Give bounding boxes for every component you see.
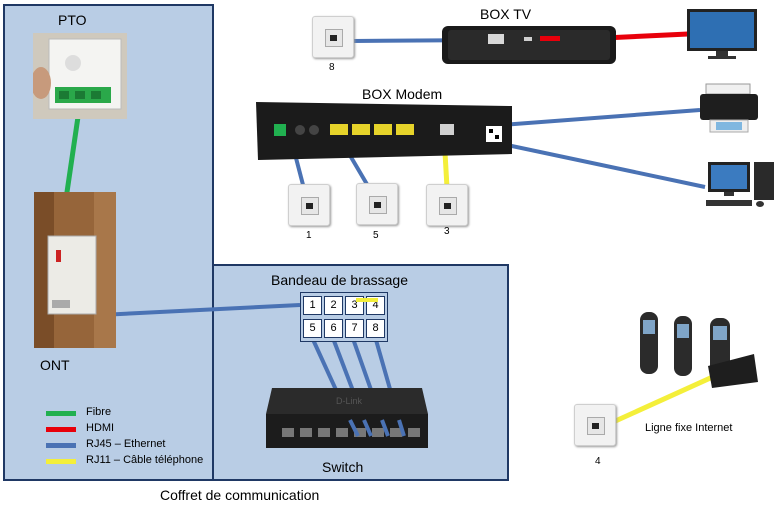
tv-icon <box>686 8 758 60</box>
socket-1-label: 1 <box>306 230 312 241</box>
network-switch-icon: D-Link <box>262 384 430 454</box>
printer-icon <box>698 82 760 136</box>
socket-3-label: 3 <box>444 226 450 237</box>
svg-text:D-Link: D-Link <box>336 396 363 406</box>
patch-port-3: 3 <box>345 296 364 315</box>
legend-telephone-swatch <box>46 459 76 464</box>
patch-panel-label: Bandeau de brassage <box>271 272 408 288</box>
switch-label: Switch <box>322 459 364 475</box>
socket-5-label: 5 <box>373 230 379 241</box>
modem-box-icon <box>254 98 516 162</box>
patch-port-7: 7 <box>345 319 364 338</box>
wall-socket-1 <box>288 184 330 226</box>
wall-socket-3 <box>426 184 468 226</box>
legend-fibre-swatch <box>46 411 76 416</box>
tv-box-icon <box>440 22 618 68</box>
cordless-phones-icon <box>636 306 760 392</box>
patch-port-8: 8 <box>366 319 385 338</box>
patch-port-2: 2 <box>324 296 343 315</box>
desktop-computer-icon <box>704 160 778 210</box>
ont-photo <box>34 192 116 348</box>
patch-port-5: 5 <box>303 319 322 338</box>
socket-8-label: 8 <box>329 62 335 73</box>
legend-telephone-label: RJ11 – Câble téléphone <box>86 454 204 466</box>
legend-hdmi-swatch <box>46 427 76 432</box>
box-modem-label: BOX Modem <box>362 86 443 102</box>
patch-port-6: 6 <box>324 319 343 338</box>
wall-socket-5 <box>356 183 398 225</box>
patch-port-4: 4 <box>366 296 385 315</box>
legend-ethernet-label: RJ45 – Ethernet <box>86 438 166 450</box>
pto-label: PTO <box>58 12 87 28</box>
legend-hdmi-label: HDMI <box>86 422 115 434</box>
ont-to-patch-cable <box>79 303 301 318</box>
cabinet-label: Coffret de communication <box>160 487 320 503</box>
pto-photo <box>33 33 127 119</box>
socket-4-label: 4 <box>595 456 601 467</box>
wall-socket-8 <box>312 16 354 58</box>
legend-ethernet-swatch <box>46 443 76 448</box>
landline-label: Ligne fixe Internet <box>645 422 733 434</box>
box-tv-label: BOX TV <box>480 6 532 22</box>
landline-phone-cable <box>598 367 730 431</box>
patch-port-1: 1 <box>303 296 322 315</box>
legend-fibre-label: Fibre <box>86 406 112 418</box>
wall-socket-4 <box>574 404 616 446</box>
patch-panel: 1 2 3 4 5 6 7 8 <box>300 292 388 342</box>
ont-label: ONT <box>40 357 70 373</box>
